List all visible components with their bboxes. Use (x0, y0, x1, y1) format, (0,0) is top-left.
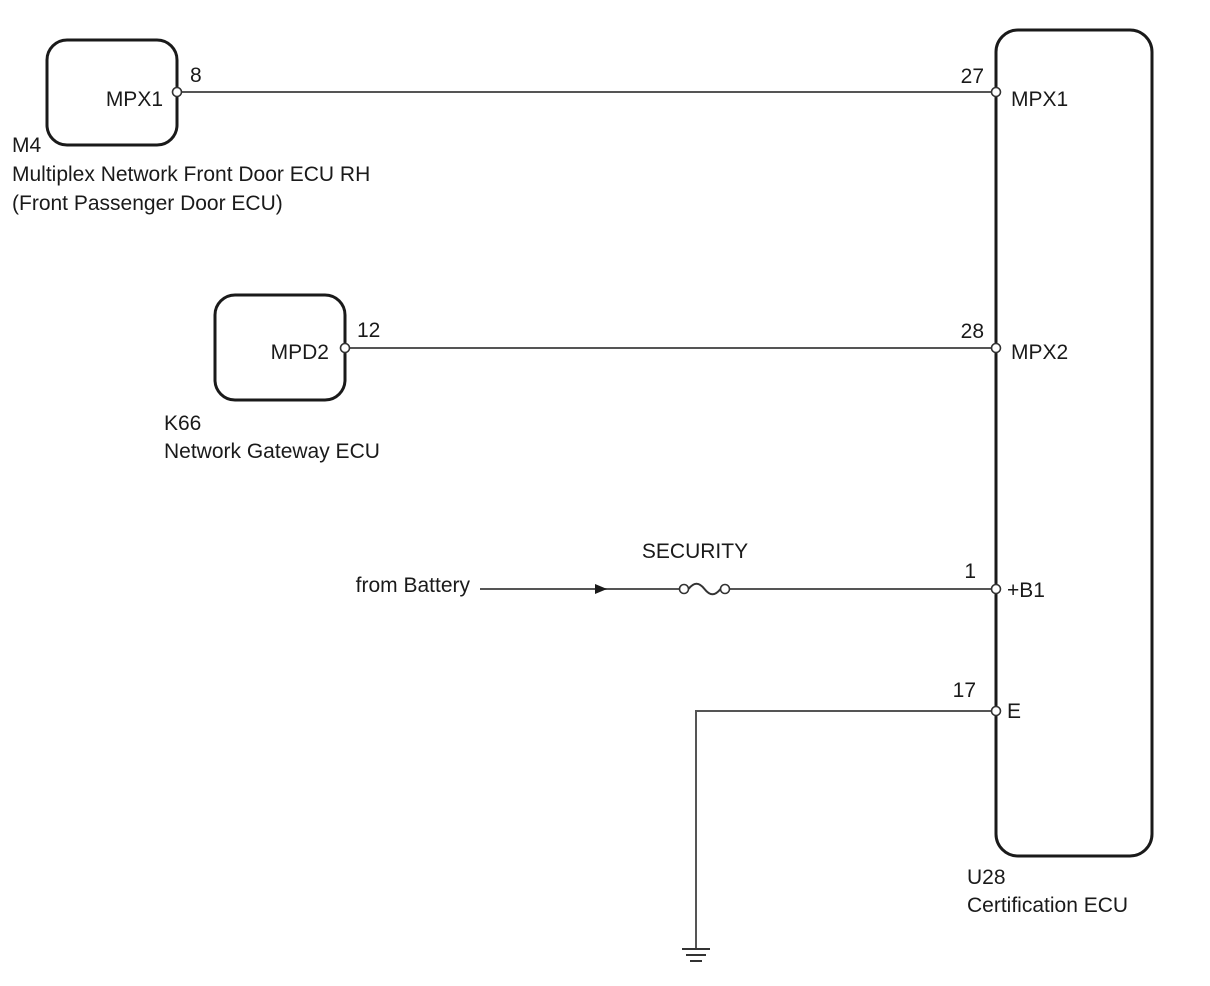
k66-signal-label: MPD2 (271, 341, 329, 364)
u28-signal-mpx1: MPX1 (1011, 88, 1068, 111)
k66-code-label: K66 (164, 412, 201, 435)
u28-signal-mpx2: MPX2 (1011, 341, 1068, 364)
u28-terminal-27 (990, 86, 1002, 98)
m4-pin-number: 8 (190, 64, 202, 87)
k66-component: MPD2 12 K66 Network Gateway ECU (164, 293, 380, 463)
u28-signal-e: E (1007, 700, 1021, 723)
u28-component: 27 MPX1 28 MPX2 1 +B1 17 E U28 Certifica… (953, 28, 1154, 917)
u28-terminal-28 (990, 342, 1002, 354)
m4-component: MPX1 8 M4 Multiplex Network Front Door E… (12, 38, 370, 215)
u28-signal-b1: +B1 (1007, 579, 1045, 602)
u28-pin-17: 17 (953, 679, 976, 702)
fuse-icon (678, 582, 731, 596)
u28-terminal-17 (990, 705, 1002, 717)
m4-terminal-8 (171, 86, 183, 98)
u28-ecu-box (994, 28, 1154, 858)
m4-signal-label: MPX1 (106, 88, 163, 111)
ground-icon (682, 948, 710, 962)
k66-name-label: Network Gateway ECU (164, 440, 380, 463)
u28-pin-27: 27 (961, 65, 984, 88)
arrow-icon (595, 584, 607, 594)
battery-source-label: from Battery (356, 574, 471, 597)
wire-ground (695, 710, 991, 949)
fuse-label: SECURITY (642, 540, 748, 563)
u28-name-label: Certification ECU (967, 894, 1128, 917)
u28-pin-1: 1 (964, 560, 976, 583)
m4-name-label: Multiplex Network Front Door ECU RH (12, 163, 370, 186)
k66-terminal-12 (339, 342, 351, 354)
m4-subname-label: (Front Passenger Door ECU) (12, 192, 283, 215)
u28-terminal-1 (990, 583, 1002, 595)
u28-pin-28: 28 (961, 320, 984, 343)
k66-pin-number: 12 (357, 319, 380, 342)
u28-code-label: U28 (967, 866, 1006, 889)
m4-code-label: M4 (12, 134, 41, 157)
